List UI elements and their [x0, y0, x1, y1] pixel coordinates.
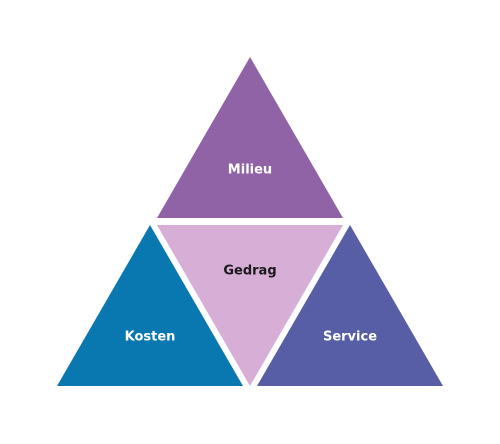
left-triangle-kosten — [57, 225, 243, 386]
right-triangle-service — [257, 225, 443, 386]
label-gedrag: Gedrag — [223, 264, 276, 279]
label-milieu: Milieu — [228, 163, 272, 178]
label-kosten: Kosten — [125, 330, 176, 345]
center-triangle-gedrag — [157, 225, 343, 386]
top-triangle-milieu — [157, 57, 343, 218]
label-service: Service — [323, 330, 377, 345]
